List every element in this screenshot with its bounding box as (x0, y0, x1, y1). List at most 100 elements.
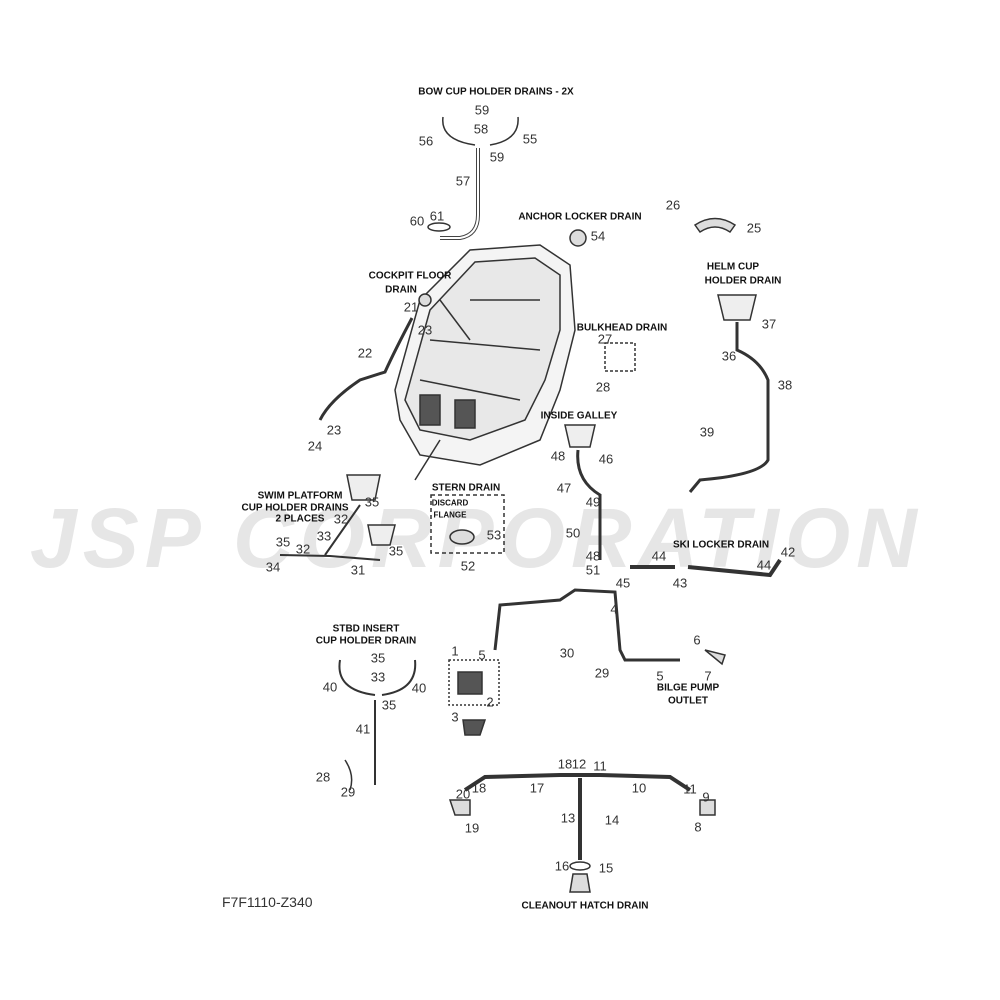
part-callout: 48 (585, 548, 601, 564)
part-callout: 57 (455, 173, 471, 189)
part-callout: 49 (585, 494, 601, 510)
part-callout: 35 (388, 543, 404, 559)
heading-swim-3: 2 PLACES (275, 513, 325, 525)
part-callout: 48 (550, 448, 566, 464)
part-callout: 47 (556, 480, 572, 496)
part-callout: 39 (699, 424, 715, 440)
heading-stbd-2: CUP HOLDER DRAIN (315, 635, 417, 647)
part-callout: 58 (473, 121, 489, 137)
part-callout: 17 (529, 780, 545, 796)
part-callout: 35 (381, 697, 397, 713)
part-callout: 32 (295, 541, 311, 557)
part-callout: 55 (522, 131, 538, 147)
part-callout: 11 (683, 781, 697, 797)
heading-helm-1: HELM CUP (706, 261, 760, 273)
part-callout: 27 (597, 331, 613, 347)
heading-bilge-1: BILGE PUMP (656, 682, 720, 694)
part-callout: 32 (333, 511, 349, 527)
heading-swim-1: SWIM PLATFORM (257, 490, 343, 502)
anchor-drain-plug (569, 229, 587, 247)
part-callout: 36 (721, 348, 737, 364)
heading-stbd-1: STBD INSERT (332, 623, 400, 635)
part-callout: 54 (590, 228, 606, 244)
part-callout: 56 (418, 133, 434, 149)
part-callout: 8 (694, 819, 702, 835)
heading-bulkhead-drain: BULKHEAD DRAIN (576, 322, 668, 334)
part-callout: 37 (761, 316, 777, 332)
heading-swim-2: CUP HOLDER DRAINS (241, 502, 349, 514)
heading-bilge-2: OUTLET (668, 695, 708, 707)
part-callout: 34 (265, 559, 281, 575)
part-callout: 24 (307, 438, 323, 454)
part-callout: 22 (357, 345, 373, 361)
heading-discard-2: FLANGE (433, 510, 467, 520)
heading-stern-drain: STERN DRAIN (431, 482, 501, 494)
part-callout: 42 (780, 544, 796, 560)
part-callout: 33 (370, 669, 386, 685)
part-callout: 51 (585, 562, 601, 578)
part-callout: 41 (355, 721, 371, 737)
part-callout: 1 (451, 643, 459, 659)
heading-helm-2: HOLDER DRAIN (704, 275, 782, 287)
part-callout: 44 (756, 557, 772, 573)
part-callout: 3 (451, 709, 459, 725)
part-callout: 2 (486, 694, 494, 710)
part-callout: 35 (370, 650, 386, 666)
part-callout: 23 (417, 322, 433, 338)
part-callout: 46 (598, 451, 614, 467)
part-callout: 21 (403, 299, 419, 315)
part-callout: 11 (593, 758, 607, 774)
part-callout: 15 (598, 860, 614, 876)
part-callout: 45 (615, 575, 631, 591)
part-callout: 30 (559, 645, 575, 661)
part-callout: 29 (340, 784, 356, 800)
heading-anchor-locker-drain: ANCHOR LOCKER DRAIN (518, 211, 642, 223)
part-callout: 26 (665, 197, 681, 213)
part-callout: 5 (478, 647, 486, 663)
part-callout: 18 (471, 780, 487, 796)
heading-discard-1: DISCARD (431, 498, 469, 508)
part-callout: 61 (429, 208, 445, 224)
part-callout: 18 (557, 756, 573, 772)
heading-bow-cup-holder-drains: BOW CUP HOLDER DRAINS - 2X (418, 86, 574, 98)
part-callout: 31 (350, 562, 366, 578)
part-callout: 23 (326, 422, 342, 438)
part-callout: 13 (560, 810, 576, 826)
part-callout: 14 (604, 812, 620, 828)
bow-drain-hoses (427, 116, 519, 240)
drawing-code: F7F1110-Z340 (222, 894, 313, 910)
part-callout: 40 (411, 680, 427, 696)
part-callout: 50 (565, 525, 581, 541)
part-callout: 16 (554, 858, 570, 874)
heading-cockpit-floor-2: DRAIN (385, 284, 417, 296)
part-callout: 59 (474, 102, 490, 118)
part-callout: 4 (610, 601, 618, 617)
heading-cockpit-floor-1: COCKPIT FLOOR (368, 270, 452, 282)
part-callout: 60 (409, 213, 425, 229)
heading-ski-locker-drain: SKI LOCKER DRAIN (672, 539, 770, 551)
part-callout: 12 (571, 756, 587, 772)
part-callout: 40 (322, 679, 338, 695)
part-callout: 25 (746, 220, 762, 236)
part-callout: 5 (656, 668, 664, 684)
part-callout: 52 (460, 558, 476, 574)
part-callout: 29 (594, 665, 610, 681)
heading-inside-galley: INSIDE GALLEY (540, 410, 618, 422)
part-callout: 35 (275, 534, 291, 550)
part-callout: 7 (704, 668, 712, 684)
part-callout: 44 (651, 548, 667, 564)
part-callout: 6 (693, 632, 701, 648)
part-callout: 19 (464, 820, 480, 836)
part-callout: 43 (672, 575, 688, 591)
boat-hull (394, 244, 576, 481)
part-callout: 53 (486, 527, 502, 543)
part-callout: 20 (455, 786, 471, 802)
part-callout: 9 (702, 789, 710, 805)
part-callout: 38 (777, 377, 793, 393)
heading-cleanout-hatch-drain: CLEANOUT HATCH DRAIN (521, 900, 649, 912)
part-callout: 33 (316, 528, 332, 544)
part-callout: 35 (364, 494, 380, 510)
bracket-25 (693, 217, 737, 234)
